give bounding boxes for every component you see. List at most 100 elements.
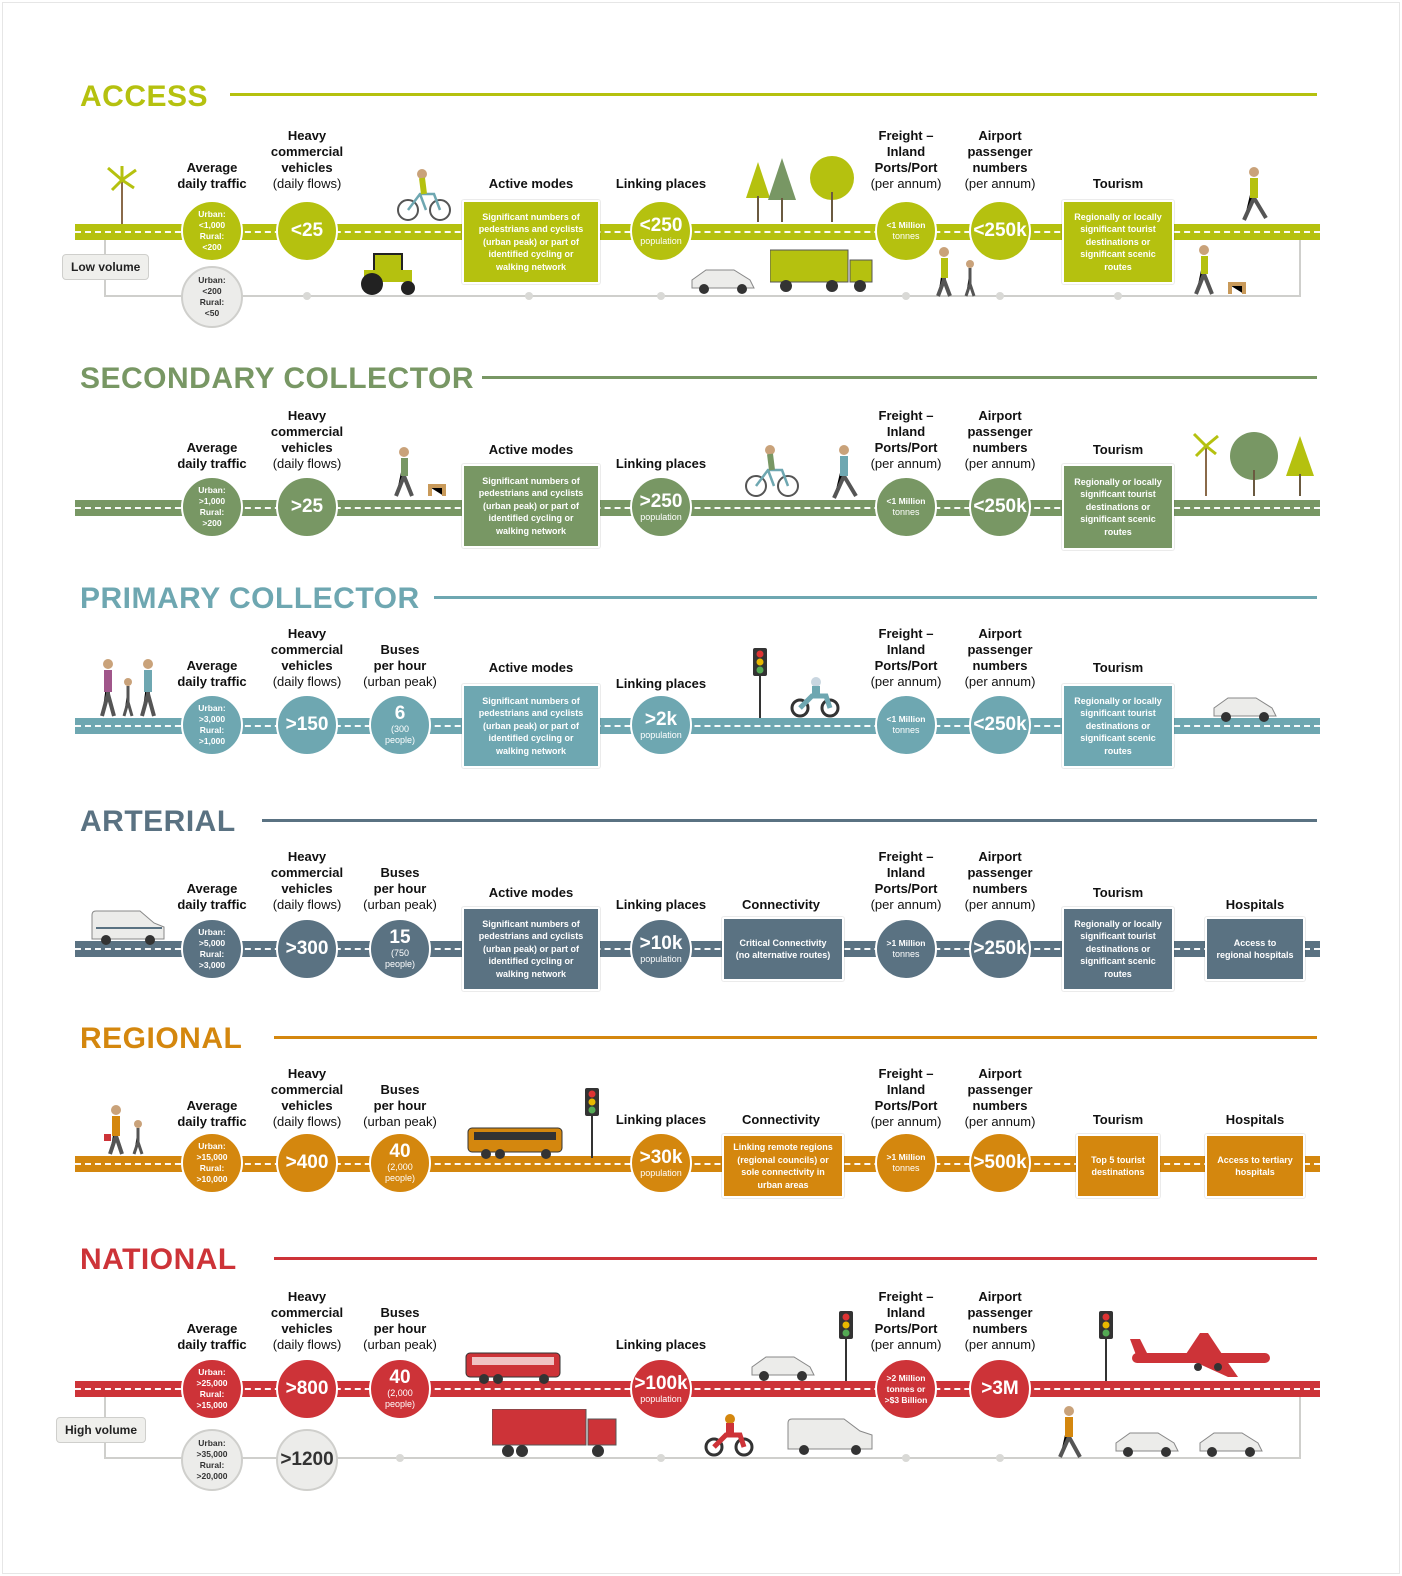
bus-icon: [465, 1352, 561, 1384]
tier-title: SECONDARY COLLECTOR: [80, 362, 474, 395]
car-icon: [1115, 1432, 1179, 1457]
dog-walker-icon: [1194, 245, 1246, 295]
family-icon: [100, 659, 156, 717]
road: [75, 1381, 1320, 1397]
cyclist-icon: [397, 169, 451, 221]
connector-dot: [996, 1454, 1004, 1462]
low-volume-line: [104, 295, 1301, 297]
airport-label: Airport passenger numbers(per annum): [964, 849, 1036, 912]
active-modes-label: Active modes: [488, 885, 574, 900]
avg-traffic-label: Average daily traffic: [177, 881, 247, 912]
traffic-light-icon: [1099, 1311, 1113, 1381]
freight-label: Freight – Inland Ports/Port(per annum): [870, 1289, 942, 1352]
tier-title: REGIONAL: [80, 1022, 243, 1055]
buses-label: Buses per hour(urban peak): [363, 1082, 437, 1129]
airport-label: Airport passenger numbers(per annum): [964, 408, 1036, 471]
connector-dot: [657, 292, 665, 300]
van-icon: [787, 1418, 873, 1455]
hospitals-label: Hospitals: [1225, 897, 1285, 912]
active-modes-box: Significant numbers of pedestrians and c…: [462, 907, 600, 991]
connector-dot: [1114, 292, 1122, 300]
hcv-circle: >300: [276, 918, 338, 980]
tier-rule: [230, 93, 1317, 96]
hospitals-label: Hospitals: [1225, 1112, 1285, 1127]
airport-label: Airport passenger numbers(per annum): [964, 1289, 1036, 1352]
tier-title: NATIONAL: [80, 1243, 237, 1276]
car-icon: [691, 269, 755, 294]
tier-regional: REGIONAL Average daily traffic Heavy com…: [0, 1022, 1402, 1222]
freight-circle: >2 Million tonnes or >$3 Billion: [875, 1358, 937, 1420]
tier-rule: [262, 819, 1317, 822]
traffic-light-icon: [753, 648, 767, 718]
avg-traffic-circle: Urban: >3,000 Rural: >1,000: [181, 694, 243, 756]
connector-dot: [902, 1454, 910, 1462]
avg-traffic-circle: Urban: <1,000 Rural: <200: [181, 200, 243, 262]
tier-title: ARTERIAL: [80, 805, 236, 838]
tourism-box: Regionally or locally significant touris…: [1062, 200, 1174, 284]
airport-circle: <250k: [969, 200, 1031, 262]
freight-label: Freight – Inland Ports/Port(per annum): [870, 1066, 942, 1129]
hospitals-box: Access to regional hospitals: [1205, 917, 1305, 981]
hcv-label: Heavy commercial vehicles(daily flows): [270, 408, 344, 471]
buses-circle: 6(300 people): [369, 694, 431, 756]
connector-dot: [996, 292, 1004, 300]
linking-places-label: Linking places: [615, 676, 707, 691]
hcv-label: Heavy commercial vehicles(daily flows): [270, 128, 344, 191]
family-icon: [104, 1105, 144, 1155]
tourism-label: Tourism: [1092, 1112, 1144, 1127]
airport-circle: >500k: [969, 1132, 1031, 1194]
active-modes-box: Significant numbers of pedestrians and c…: [462, 464, 600, 548]
connectivity-label: Connectivity: [741, 1112, 820, 1127]
freight-label: Freight – Inland Ports/Port(per annum): [870, 626, 942, 689]
tier-secondary-collector: SECONDARY COLLECTOR Average daily traffi…: [0, 362, 1402, 562]
motorcycle-icon: [790, 677, 840, 718]
active-modes-label: Active modes: [488, 442, 574, 457]
cyclist-icon: [745, 445, 799, 497]
family-icon: [936, 247, 976, 297]
active-modes-label: Active modes: [488, 176, 574, 191]
active-modes-box: Significant numbers of pedestrians and c…: [462, 684, 600, 768]
connectivity-label: Connectivity: [741, 897, 820, 912]
buses-circle: 15(750 people): [369, 918, 431, 980]
connector-dot: [657, 1454, 665, 1462]
airport-circle: <250k: [969, 476, 1031, 538]
traffic-light-icon: [839, 1311, 853, 1381]
tier-primary-collector: PRIMARY COLLECTOR Average daily traffic …: [0, 582, 1402, 782]
bus-icon: [467, 1127, 563, 1159]
linking-places-label: Linking places: [615, 1112, 707, 1127]
car-icon: [751, 1356, 815, 1381]
airport-label: Airport passenger numbers(per annum): [964, 1066, 1036, 1129]
active-modes-box: Significant numbers of pedestrians and c…: [462, 200, 600, 284]
linking-places-label: Linking places: [615, 456, 707, 471]
low-volume-line: [1299, 232, 1301, 296]
connectivity-box: Linking remote regions (regional council…: [722, 1134, 844, 1198]
motorcycle-icon: [704, 1414, 754, 1457]
van-icon: [91, 910, 165, 945]
linking-places-label: Linking places: [615, 176, 707, 191]
tier-rule: [482, 376, 1317, 379]
hcv-circle: >400: [276, 1132, 338, 1194]
hcv-high-circle: >1200: [276, 1429, 338, 1491]
tier-rule: [434, 596, 1317, 599]
buses-circle: 40(2,000 people): [369, 1358, 431, 1420]
hospitals-box: Access to tertiary hospitals: [1205, 1134, 1305, 1198]
freight-label: Freight – Inland Ports/Port(per annum): [870, 408, 942, 471]
connector-dot: [396, 1454, 404, 1462]
airport-label: Airport passenger numbers(per annum): [964, 128, 1036, 191]
hcv-circle: <25: [276, 200, 338, 262]
linking-places-label: Linking places: [615, 1337, 707, 1352]
buses-label: Buses per hour(urban peak): [363, 642, 437, 689]
tourism-box: Regionally or locally significant touris…: [1062, 907, 1174, 991]
airport-circle: >3M: [969, 1358, 1031, 1420]
high-volume-badge: High volume: [56, 1417, 147, 1443]
avg-traffic-high-circle: Urban: >35,000 Rural: >20,000: [181, 1429, 243, 1491]
hcv-circle: >25: [276, 476, 338, 538]
airport-circle: <250k: [969, 694, 1031, 756]
connector-dot: [902, 292, 910, 300]
active-modes-label: Active modes: [488, 660, 574, 675]
